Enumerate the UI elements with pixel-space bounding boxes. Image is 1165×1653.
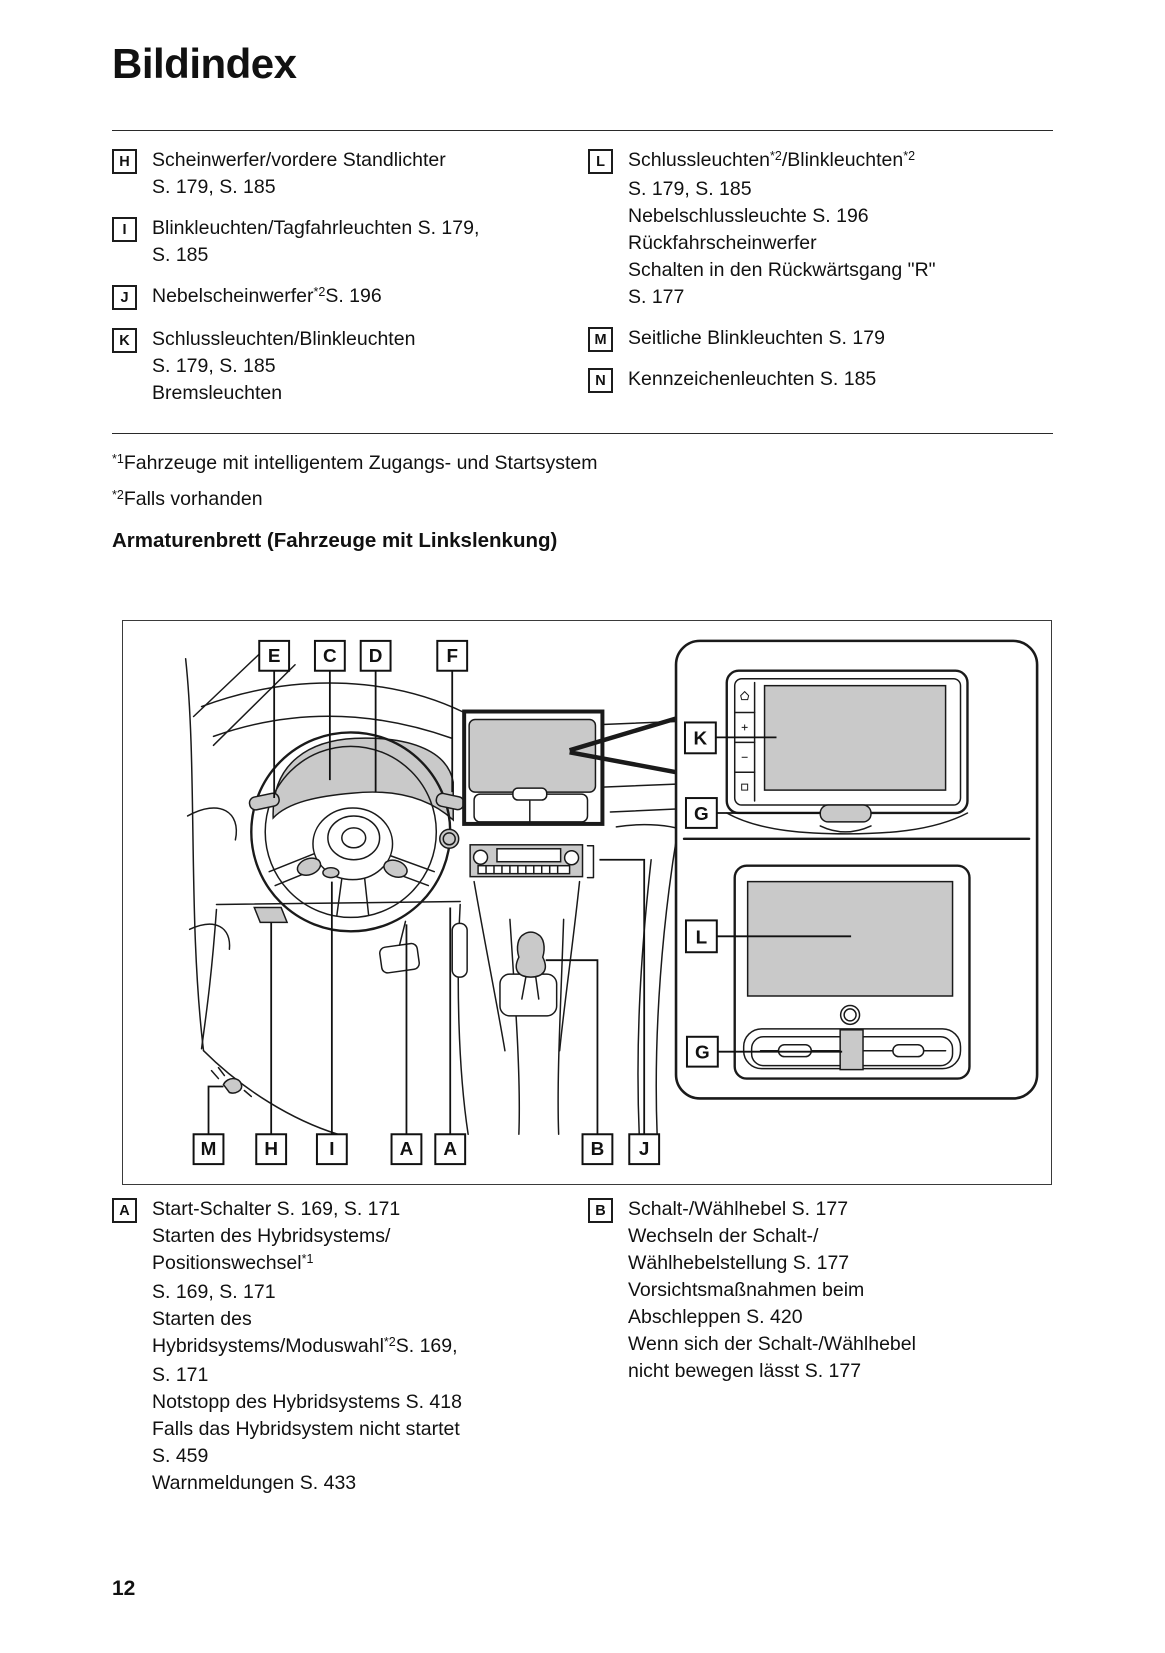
column-stalks bbox=[248, 792, 465, 850]
footnote-text: Falls vorhanden bbox=[123, 488, 263, 510]
callout-letter: C bbox=[323, 646, 337, 667]
footnote-text: Fahrzeuge mit intelligentem Zugangs- und… bbox=[123, 452, 598, 474]
callouts-right: K G L G bbox=[683, 721, 852, 1068]
divider-top bbox=[112, 130, 1053, 131]
footnote-1: *1Fahrzeuge mit intelligentem Zugangs- u… bbox=[112, 450, 597, 479]
callout-letter: K bbox=[694, 728, 708, 749]
callout-letter: A bbox=[400, 1139, 414, 1160]
letter-badge: J bbox=[112, 285, 137, 310]
dashboard-diagram: E C D F K G L G bbox=[184, 639, 1039, 1166]
callout-letter: A bbox=[443, 1139, 457, 1160]
footnote-mark: *2 bbox=[112, 488, 124, 502]
footnote-mark: *1 bbox=[112, 452, 124, 466]
letter-badge: M bbox=[588, 327, 613, 352]
page-number: 12 bbox=[112, 1577, 136, 1600]
callouts-top: E C D F bbox=[258, 639, 469, 799]
letter-badge: A bbox=[112, 1198, 137, 1223]
letter-badge: N bbox=[588, 368, 613, 393]
callout-letter: M bbox=[201, 1139, 217, 1160]
footnote-2: *2Falls vorhanden bbox=[112, 486, 263, 515]
callout-box-i bbox=[315, 1133, 348, 1166]
slider-handle bbox=[839, 1029, 864, 1071]
callout-letter: L bbox=[696, 927, 708, 948]
callout-letter: F bbox=[446, 646, 458, 667]
navigation-screen-unit bbox=[733, 864, 971, 1080]
callout-box-b bbox=[581, 1133, 614, 1166]
callout-letter: H bbox=[264, 1139, 278, 1160]
index-item-text: Kennzeichenleuchten S. 185 bbox=[628, 368, 877, 390]
callout-box-c bbox=[313, 639, 346, 672]
letter-badge: I bbox=[112, 217, 137, 242]
section-heading: Armaturenbrett (Fahrzeuge mit Linkslenku… bbox=[112, 529, 558, 552]
home-icon bbox=[740, 690, 750, 701]
index-item-m: M Seitliche Blinkleuchten S. 179 bbox=[588, 325, 1053, 352]
callouts-bottom: M H I A A B J bbox=[192, 858, 661, 1166]
callout-box-e bbox=[258, 639, 291, 672]
index-item-text: Nebelscheinwerfer*2S. 196 bbox=[152, 285, 382, 307]
index-item-n: N Kennzeichenleuchten S. 185 bbox=[588, 366, 1053, 393]
screen-home-button bbox=[819, 804, 872, 823]
center-display-unit bbox=[462, 709, 677, 826]
center-console bbox=[473, 880, 581, 1136]
audio-unit bbox=[469, 844, 595, 879]
index-item-j: J Nebelscheinwerfer*2S. 196 bbox=[112, 283, 572, 312]
dashboard-figure: E C D F K G L G bbox=[122, 620, 1052, 1185]
callout-box-j bbox=[628, 1133, 661, 1166]
index-item-text: Seitliche Blinkleuchten S. 179 bbox=[628, 327, 885, 349]
callout-box-a1 bbox=[390, 1133, 423, 1166]
callout-letter: G bbox=[695, 1043, 710, 1064]
callout-box-f bbox=[436, 639, 469, 672]
letter-badge: L bbox=[588, 149, 613, 174]
callout-letter: I bbox=[329, 1139, 334, 1160]
callout-box-d bbox=[359, 639, 392, 672]
callout-letter: B bbox=[591, 1139, 605, 1160]
lower-dash-controls bbox=[210, 906, 468, 1098]
letter-badge: H bbox=[112, 149, 137, 174]
letter-badge: B bbox=[588, 1198, 613, 1223]
callout-box-m bbox=[192, 1133, 225, 1166]
shift-lever bbox=[515, 931, 547, 978]
callout-letter: D bbox=[369, 646, 383, 667]
callout-box-a2 bbox=[434, 1133, 467, 1166]
callout-box-g-top bbox=[684, 797, 718, 829]
inset-panel bbox=[674, 639, 1039, 1100]
index-item-i: I Blinkleuchten/Tagfahrleuchten S. 179,S… bbox=[112, 215, 572, 269]
callout-box-k bbox=[683, 721, 717, 755]
letter-badge: K bbox=[112, 328, 137, 353]
instrument-cluster bbox=[272, 737, 454, 822]
plus-icon bbox=[741, 724, 748, 731]
index-item-text: Blinkleuchten/Tagfahrleuchten S. 179,S. … bbox=[152, 217, 480, 266]
menu-icon bbox=[741, 783, 749, 791]
callout-letter: J bbox=[639, 1139, 650, 1160]
callout-letter: G bbox=[694, 804, 709, 825]
page-title: Bildindex bbox=[112, 40, 297, 87]
callout-box-l bbox=[684, 919, 718, 954]
callout-box-h bbox=[255, 1133, 288, 1166]
divider-middle bbox=[112, 433, 1053, 434]
callout-box-g-bottom bbox=[685, 1035, 719, 1068]
callout-letter: E bbox=[268, 646, 281, 667]
